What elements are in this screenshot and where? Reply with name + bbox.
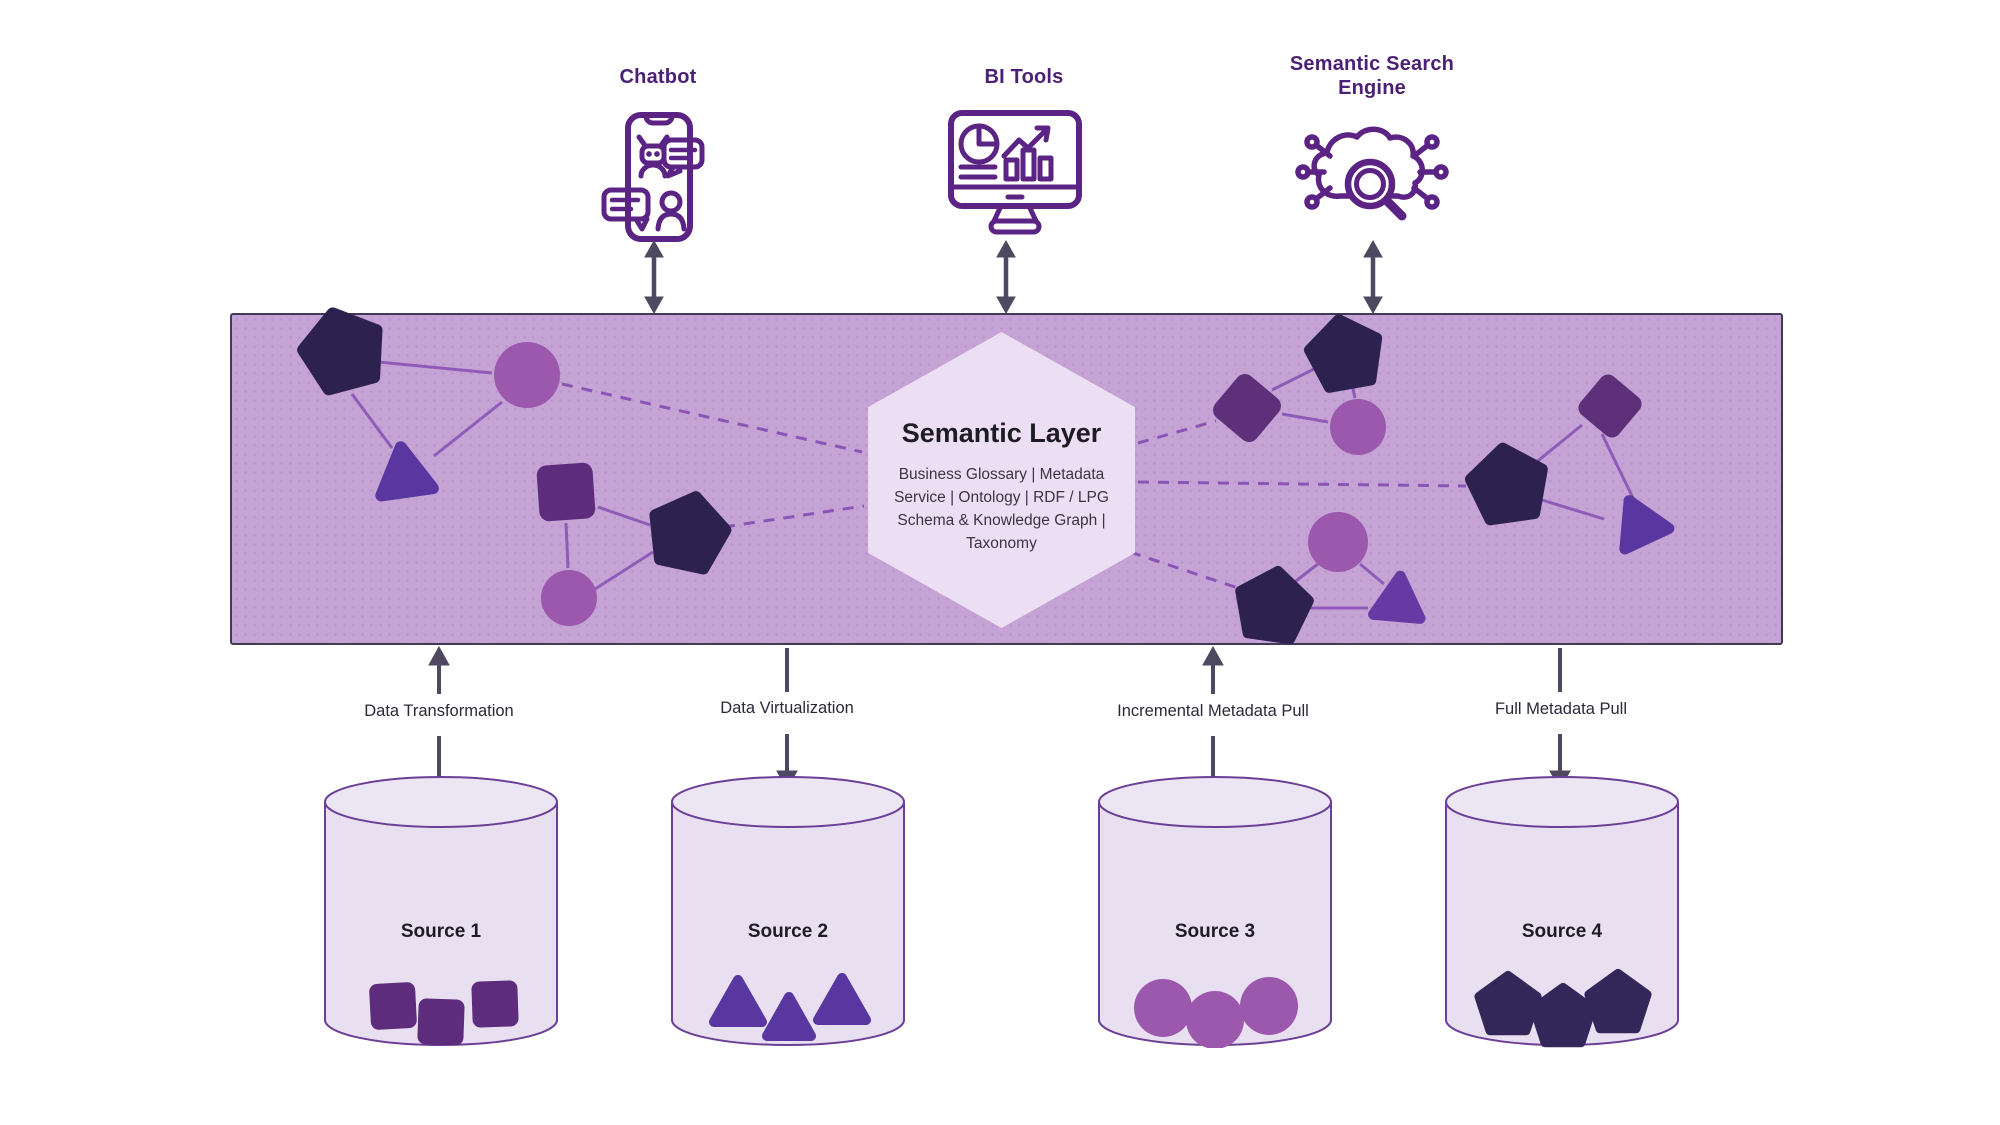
circle-shapes [1134,977,1298,1049]
source-3-label: Source 3 [1174,921,1256,942]
cylinder-shape [1445,776,1679,1048]
consumer-label-chatbot: Chatbot [619,66,697,88]
bidirectional-arrow-bi-tools [996,240,1016,314]
source-4-cylinder: Source 4 [1444,776,1680,1048]
square-shapes [369,980,519,1046]
bidirectional-arrow-semantic-search [1363,240,1383,314]
cylinder-shape [324,776,558,1046]
flow-arrow-data-virtualization [776,648,798,790]
semantic-layer-title: Semantic Layer [901,418,1102,448]
source-1-label: Source 1 [400,921,482,942]
cylinder-shape [671,776,905,1046]
flow-label-incremental-metadata-pull: Incremental Metadata Pull [1117,702,1309,720]
flow-label-full-metadata-pull: Full Metadata Pull [1494,700,1628,718]
semantic-layer-description: Business Glossary | Metadata Service | O… [894,466,1109,552]
flow-label-data-virtualization: Data Virtualization [720,699,854,717]
flow-arrow-data-transformation [428,646,450,788]
source-3-cylinder: Source 3 [1097,776,1333,1049]
source-1-cylinder: Source 1 [323,776,559,1048]
bidirectional-arrow-chatbot [644,240,664,314]
semantic-search-icon [1295,126,1449,221]
consumer-label-semantic-search: Semantic Search Engine [1289,53,1455,99]
triangle-shapes [709,973,871,1041]
source-2-label: Source 2 [747,921,829,942]
cylinder-shape [1098,776,1332,1049]
pentagon-shapes [1474,969,1652,1048]
source-4-label: Source 4 [1521,921,1603,942]
chatbot-icon [601,112,705,242]
bi-tools-icon [948,110,1082,235]
consumer-label-bi-tools: BI Tools [984,66,1064,88]
source-2-cylinder: Source 2 [670,776,906,1048]
flow-label-data-transformation: Data Transformation [364,702,514,720]
